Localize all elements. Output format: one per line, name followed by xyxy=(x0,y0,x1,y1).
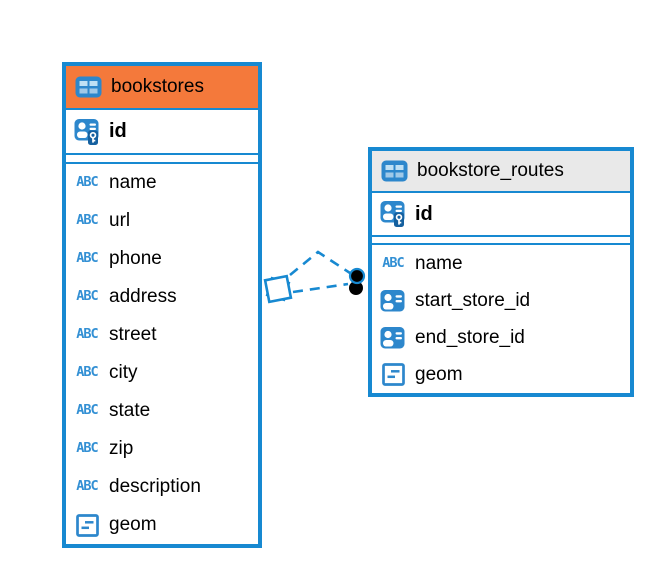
column-label: url xyxy=(109,210,131,231)
column-label: state xyxy=(109,400,151,421)
primary-key-row[interactable]: id xyxy=(372,193,630,237)
table-bookstores-header[interactable]: bookstores xyxy=(66,66,258,110)
column-row-phone[interactable]: ABC phone xyxy=(66,240,258,278)
column-label: street xyxy=(109,324,157,345)
text-icon: ABC xyxy=(73,328,101,342)
column-label: address xyxy=(109,286,177,307)
column-row-address[interactable]: ABC address xyxy=(66,278,258,316)
text-icon: ABC xyxy=(73,176,101,190)
column-label: city xyxy=(109,362,138,383)
text-icon: ABC xyxy=(73,480,101,494)
text-type-icon: ABC xyxy=(76,326,98,343)
table-icon xyxy=(74,76,102,98)
column-label: phone xyxy=(109,248,162,269)
text-icon: ABC xyxy=(73,404,101,418)
text-type-icon: ABC xyxy=(76,402,98,419)
column-row-start_store_id[interactable]: start_store_id xyxy=(372,282,630,319)
relationship-line-upper[interactable] xyxy=(289,250,351,277)
column-label: id xyxy=(415,202,433,225)
column-row-description[interactable]: ABC description xyxy=(66,468,258,506)
text-type-icon: ABC xyxy=(76,478,98,495)
relationship-dot-marker[interactable] xyxy=(348,267,366,295)
text-icon: ABC xyxy=(73,252,101,266)
text-type-icon: ABC xyxy=(76,440,98,457)
text-type-icon: ABC xyxy=(76,364,98,381)
text-type-icon: ABC xyxy=(76,212,98,229)
geometry-icon xyxy=(73,513,101,537)
column-label: description xyxy=(109,476,201,497)
column-row-geom[interactable]: geom xyxy=(66,506,258,544)
section-divider xyxy=(372,237,630,245)
column-label: geom xyxy=(415,363,463,385)
column-list: ABC name start_store_id end_store_id geom xyxy=(372,245,630,393)
column-row-street[interactable]: ABC street xyxy=(66,316,258,354)
text-type-icon: ABC xyxy=(76,174,98,191)
text-type-icon: ABC xyxy=(76,288,98,305)
column-label: start_store_id xyxy=(415,289,531,311)
text-icon: ABC xyxy=(379,254,407,271)
text-icon: ABC xyxy=(73,366,101,380)
text-icon: ABC xyxy=(73,290,101,304)
table-title: bookstores xyxy=(111,76,204,97)
column-row-name[interactable]: ABC name xyxy=(66,164,258,202)
table-title: bookstore_routes xyxy=(417,160,564,181)
column-label: id xyxy=(109,120,127,142)
geometry-icon xyxy=(379,363,407,386)
text-type-icon: ABC xyxy=(76,250,98,267)
column-label: name xyxy=(415,252,463,274)
foreign-id-icon xyxy=(379,326,407,350)
column-label: name xyxy=(109,172,157,193)
column-row-geom[interactable]: geom xyxy=(372,356,630,393)
table-bookstore-routes-header[interactable]: bookstore_routes xyxy=(372,151,630,193)
relationship-line-lower[interactable] xyxy=(292,282,349,294)
column-row-zip[interactable]: ABC zip xyxy=(66,430,258,468)
column-row-city[interactable]: ABC city xyxy=(66,354,258,392)
column-row-name[interactable]: ABC name xyxy=(372,245,630,282)
text-icon: ABC xyxy=(73,214,101,228)
section-divider xyxy=(66,155,258,164)
relationship-diamond-marker[interactable] xyxy=(263,274,293,304)
column-row-end_store_id[interactable]: end_store_id xyxy=(372,319,630,356)
text-icon: ABC xyxy=(73,442,101,456)
primary-key-icon xyxy=(73,118,101,146)
column-label: zip xyxy=(109,438,134,459)
text-type-icon: ABC xyxy=(382,254,404,271)
primary-key-icon xyxy=(379,200,407,228)
column-row-url[interactable]: ABC url xyxy=(66,202,258,240)
column-label: end_store_id xyxy=(415,326,525,348)
column-label: geom xyxy=(109,514,157,535)
column-row-state[interactable]: ABC state xyxy=(66,392,258,430)
table-bookstore-routes[interactable]: bookstore_routes id ABC name start_store_… xyxy=(368,147,634,397)
table-icon xyxy=(380,160,408,182)
foreign-id-icon xyxy=(379,289,407,313)
primary-key-row[interactable]: id xyxy=(66,110,258,155)
